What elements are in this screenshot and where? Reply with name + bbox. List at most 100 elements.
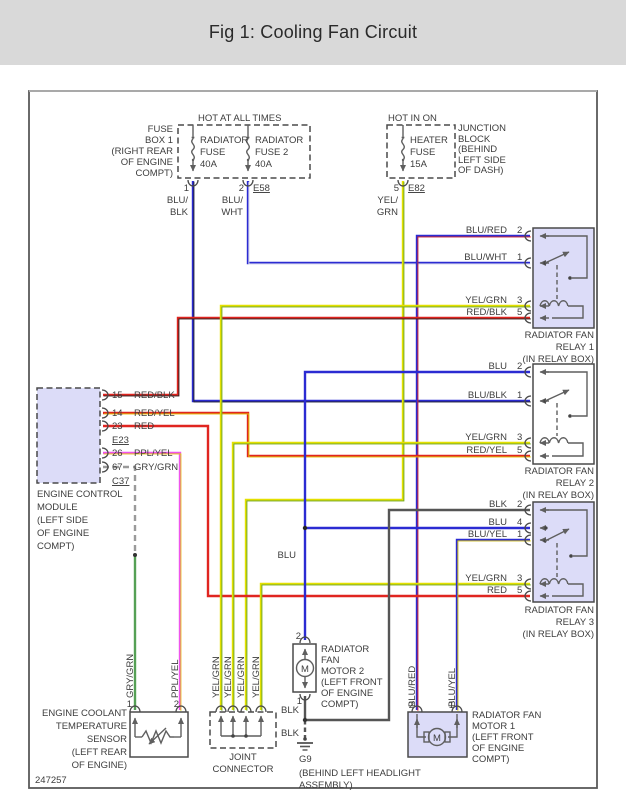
wire-blu-wht bbox=[246, 181, 530, 265]
fuse-icon bbox=[245, 125, 251, 172]
doc-reference: 247257 bbox=[35, 775, 67, 786]
pin-number: 5 bbox=[517, 585, 522, 596]
motor2-label: FAN bbox=[321, 655, 340, 666]
wire-blk-relay3 bbox=[307, 508, 530, 722]
wires bbox=[103, 181, 531, 738]
wire-color-label: BLU/RED bbox=[466, 225, 507, 236]
diagram-border bbox=[28, 90, 598, 789]
junction-block-label: OF DASH) bbox=[458, 165, 503, 176]
wire-color-label: YEL/GRN bbox=[465, 432, 507, 443]
junction-block-label: BLOCK bbox=[458, 134, 491, 145]
connector-arc bbox=[240, 705, 252, 713]
wire-color-label: BLU bbox=[278, 550, 297, 561]
relay2-label: (IN RELAY BOX) bbox=[523, 490, 594, 501]
sensor-label: TEMPERATURE bbox=[56, 721, 127, 732]
radiator-fan-motor-2: 2 M 1 BLK BLK RADIATOR FAN MOTOR 2 (LEFT… bbox=[281, 631, 383, 739]
relay-switch-arm bbox=[544, 251, 570, 264]
ecm-label: OF ENGINE bbox=[37, 528, 89, 539]
relay-coil bbox=[539, 437, 569, 444]
motor1-label: RADIATOR FAN bbox=[472, 710, 541, 721]
splice-dot bbox=[302, 525, 308, 531]
heater-fuse-label: HEATER bbox=[410, 135, 448, 146]
wire-color-label: YEL/GRN bbox=[465, 573, 507, 584]
fuse1-label: RADIATOR bbox=[200, 135, 248, 146]
connector-id: E58 bbox=[253, 183, 270, 194]
connector-arc bbox=[451, 705, 463, 713]
fuse1-label: FUSE bbox=[200, 147, 225, 158]
pin-number: 5 bbox=[517, 445, 522, 456]
motor2-label: MOTOR 2 bbox=[321, 666, 364, 677]
radiator-fan-relay-1: RADIATOR FAN RELAY 1 (IN RELAY BOX) BLU/… bbox=[464, 225, 595, 365]
wire-color-label: BLU/YEL bbox=[468, 529, 507, 540]
wire-color-label: YEL/GRN bbox=[211, 656, 222, 698]
fuse1-rating: 40A bbox=[200, 159, 218, 170]
pin-number: 14 bbox=[112, 408, 123, 419]
wire-blu bbox=[303, 370, 530, 640]
motor-icon: M bbox=[295, 648, 315, 689]
wire-color-label: BLU/WHT bbox=[464, 252, 507, 263]
fuse-icon bbox=[400, 125, 406, 172]
motor-icon: M bbox=[414, 714, 460, 747]
wire-blu-red bbox=[415, 234, 530, 710]
relay3-label: RADIATOR FAN bbox=[525, 605, 594, 616]
relay-contacts bbox=[539, 369, 588, 459]
sensor-label: (LEFT REAR bbox=[72, 747, 127, 758]
pin-number: 2 bbox=[517, 499, 522, 510]
junction-block-label: (BEHIND bbox=[458, 144, 497, 155]
connector-arc bbox=[299, 693, 311, 701]
wire-color-label: GRY/GRN bbox=[134, 462, 178, 473]
splice-dot bbox=[133, 553, 137, 557]
sensor-label: ENGINE COOLANT bbox=[42, 708, 127, 719]
joint-connector-label: CONNECTOR bbox=[212, 764, 273, 775]
relay2-label: RADIATOR FAN bbox=[525, 466, 594, 477]
fuse2-label: RADIATOR bbox=[255, 135, 303, 146]
connector-arc bbox=[215, 705, 227, 713]
connector-id: E82 bbox=[408, 183, 425, 194]
wire-color-label: RED/YEL bbox=[134, 408, 175, 419]
wire-blu-yel bbox=[455, 538, 530, 710]
wire-color-label: BLU/BLK bbox=[468, 390, 508, 401]
wire-color-label: YEL/GRN bbox=[465, 295, 507, 306]
wire-color-label: BLK bbox=[281, 705, 300, 716]
fuse2-label: FUSE 2 bbox=[255, 147, 288, 158]
connector-arc bbox=[129, 705, 141, 713]
pin-number: 15 bbox=[112, 390, 123, 401]
pin-number: 4 bbox=[517, 517, 522, 528]
ecm-label: ENGINE CONTROL bbox=[37, 489, 123, 500]
motor1-label: (LEFT FRONT bbox=[472, 732, 534, 743]
engine-coolant-temperature-sensor: GRY/GRN PPL/YEL 1 2 ENGINE COOLANT TEMPE… bbox=[42, 654, 189, 771]
motor-symbol: M bbox=[301, 664, 309, 675]
fuse-box-label: (RIGHT REAR bbox=[111, 146, 173, 157]
junction-block-label: LEFT SIDE bbox=[458, 155, 506, 166]
engine-control-module: 15 RED/BLK 14 RED/YEL 23 RED E23 26 PPL/… bbox=[36, 387, 178, 552]
pin-number: 5 bbox=[394, 183, 399, 194]
junction-block: HOT IN ON HEATER FUSE 15A JUNCTION BLOCK… bbox=[377, 113, 506, 218]
radiator-fan-motor-1: BLU/RED BLU/YEL 2 1 M RADIATOR FAN MOTOR… bbox=[407, 666, 541, 765]
fuse-box-1: HOT AT ALL TIMES RADIATOR FUSE 40A RADIA… bbox=[111, 113, 311, 218]
wire-color-label: BLU bbox=[489, 517, 508, 528]
relay2-label: RELAY 2 bbox=[556, 478, 594, 489]
motor2-label: (LEFT FRONT bbox=[321, 677, 383, 688]
connector-arc bbox=[255, 705, 267, 713]
wire-yel-grn-relay2 bbox=[231, 441, 530, 710]
pin-number: 2 bbox=[296, 631, 301, 642]
wire-color-label: WHT bbox=[221, 207, 243, 218]
pin-number: 26 bbox=[112, 448, 123, 459]
ground-label: ASSEMBLY) bbox=[299, 780, 353, 790]
wire-gry-grn-gry-segment bbox=[103, 465, 137, 555]
figure-title-bar: Fig 1: Cooling Fan Circuit bbox=[0, 0, 626, 65]
connector-arc bbox=[411, 705, 423, 713]
joint-connector: YEL/GRN YEL/GRN YEL/GRN YEL/GRN JOINT CO… bbox=[209, 656, 277, 775]
pin-number: 67 bbox=[112, 462, 123, 473]
motor1-label: MOTOR 1 bbox=[472, 721, 515, 732]
pin-number: 1 bbox=[184, 183, 189, 194]
motor2-label: OF ENGINE bbox=[321, 688, 373, 699]
wire-red bbox=[103, 424, 530, 598]
relay-coil bbox=[539, 300, 569, 307]
joint-connector-label: JOINT bbox=[229, 752, 257, 763]
wire-color-label: RED/BLK bbox=[134, 390, 175, 401]
pin-number: 2 bbox=[517, 225, 522, 236]
wire-color-label: BLK bbox=[281, 728, 300, 739]
wire-color-label: RED bbox=[134, 421, 154, 432]
motor2-label: COMPT) bbox=[321, 699, 358, 710]
